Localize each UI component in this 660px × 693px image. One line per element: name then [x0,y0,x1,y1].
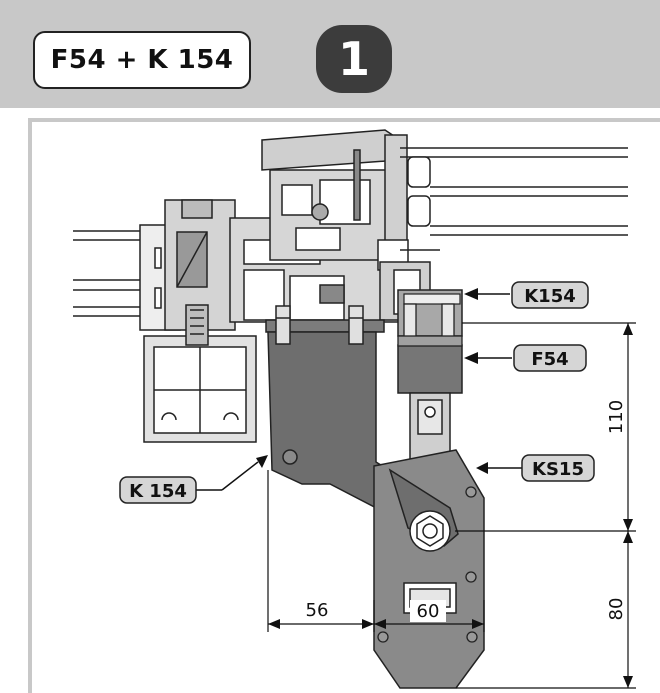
callout-lines [196,293,522,491]
dimension-arrowheads [268,323,633,688]
dimension-110: 110 [606,400,627,434]
step-number-badge: 1 [316,25,392,93]
label-k154-top-text: K154 [524,286,576,307]
label-f54-text: F54 [531,349,568,370]
dimension-lines [267,322,636,689]
pivot-nut [409,510,451,552]
label-ks15: KS15 [521,454,595,482]
ks15-hole-lower-right [466,631,478,643]
ks15-hole-mid-right [465,571,477,583]
dimension-60-bg [410,600,446,622]
dimension-60: 60 [417,601,440,622]
left-glazing-profile [73,224,181,331]
callout-arrowheads [256,288,488,474]
label-k154-top: K154 [511,281,589,309]
product-title: F54 + K 154 [33,31,251,89]
bracket-screws [275,305,364,345]
dimension-56: 56 [306,600,329,621]
dimension-80: 80 [606,598,627,621]
bracket-hole [282,449,298,465]
f54-lock-body [397,344,463,394]
label-f54: F54 [513,344,587,372]
ks15-hole-lower-left [377,631,389,643]
header-divider [0,108,660,114]
spindle-link [409,392,451,460]
label-k154-left-text: K 154 [129,481,187,502]
adapter-bolts [403,303,455,339]
ks15-lock-body [373,449,485,689]
f54-upper-section [397,335,463,347]
left-frame-extrusion [143,335,257,443]
label-k154-left: K 154 [119,476,197,504]
ks15-hole-upper [465,486,477,498]
right-glazing-profile [400,147,628,251]
label-ks15-text: KS15 [532,459,584,480]
adapter-screw [403,293,461,305]
